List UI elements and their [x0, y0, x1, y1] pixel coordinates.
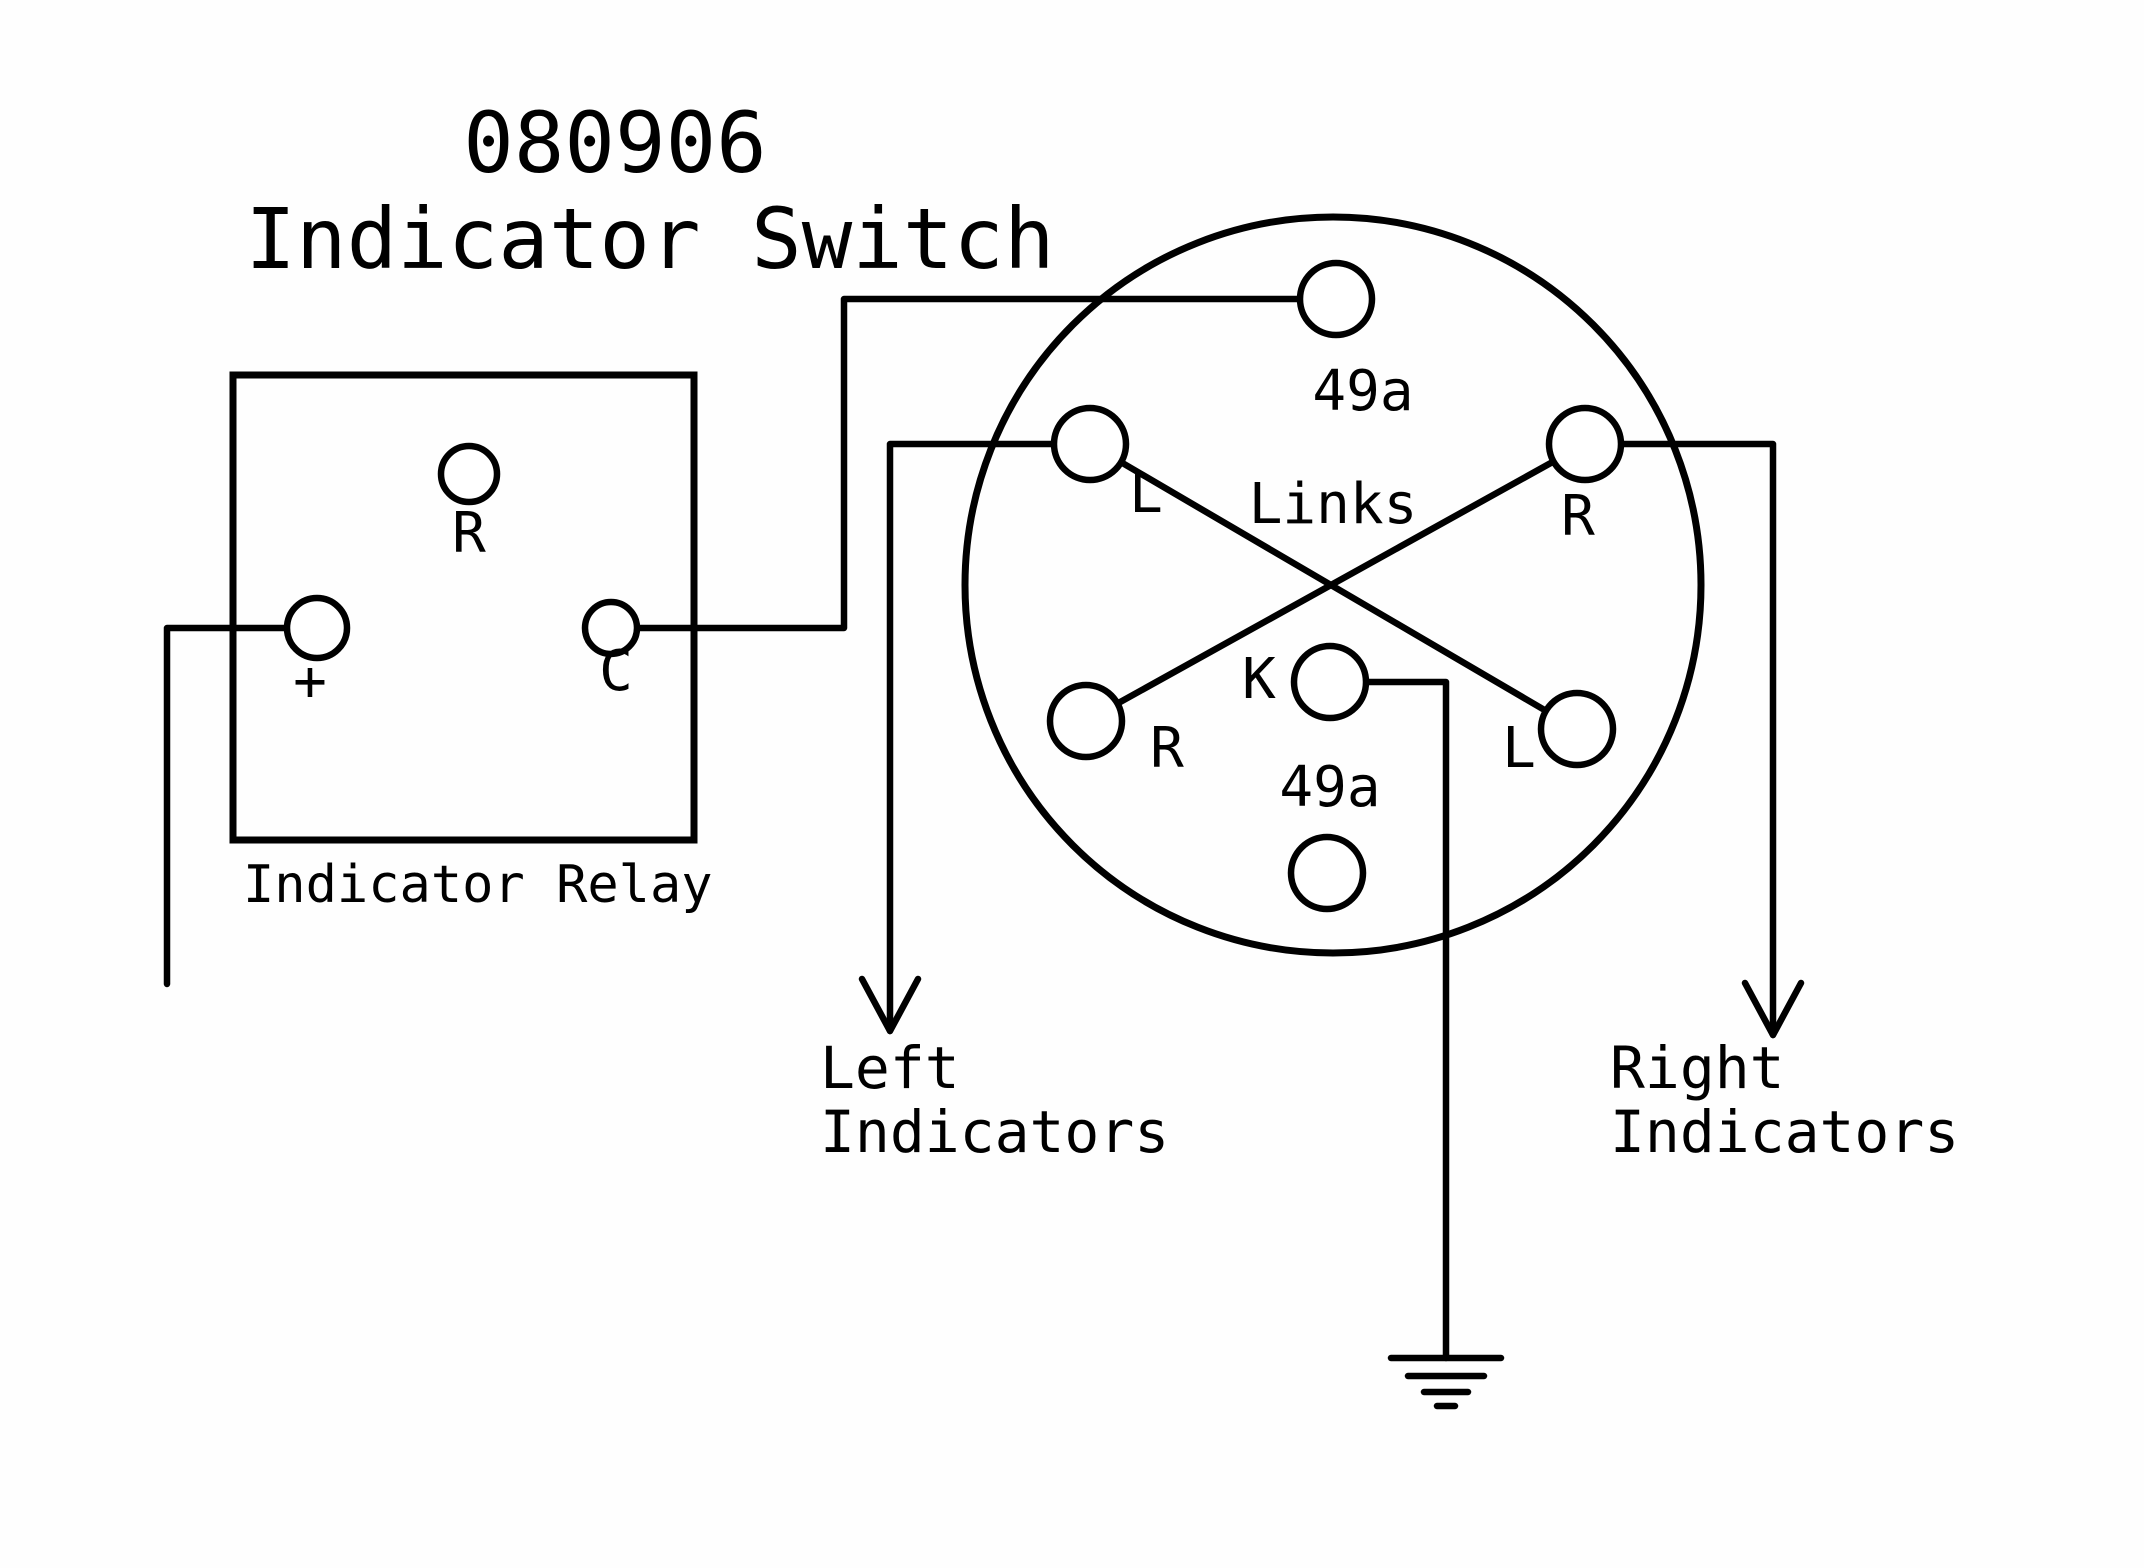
left-indicator-wire: [886, 440, 1058, 1035]
right-indicators-label-line2: Indicators: [1610, 1098, 1959, 1166]
relay-caption: Indicator Relay: [243, 855, 713, 915]
ground-symbol-icon: [1387, 1354, 1505, 1410]
switch-terminal-l-lower: [1537, 689, 1617, 769]
relay-box: [229, 371, 698, 844]
switch-body: [961, 213, 1705, 957]
switch-terminal-r-lower: [1046, 681, 1126, 761]
title-block: 080906 Indicator Switch: [245, 94, 1054, 288]
relay-terminal-r-label: R: [452, 501, 486, 566]
indicator-relay: R + C Indicator Relay: [229, 371, 713, 915]
relay-to-switch-wire: [633, 295, 1304, 632]
right-indicators-label-line1: Right: [1610, 1034, 1785, 1102]
links-label: Links: [1249, 472, 1418, 537]
switch-terminal-k-label: K: [1242, 647, 1276, 712]
left-indicators-label-line1: Left: [820, 1034, 960, 1102]
part-number: 080906: [463, 94, 766, 192]
relay-terminal-c: [581, 598, 641, 658]
switch-terminal-r-lower-label: R: [1150, 716, 1184, 781]
switch-terminal-49a-bottom: [1287, 833, 1367, 913]
switch-terminal-r-upper-label: R: [1561, 484, 1595, 549]
output-annotations: Left Indicators Right Indicators: [820, 1034, 1959, 1166]
relay-terminal-c-label: C: [599, 639, 633, 704]
left-indicators-label-line2: Indicators: [820, 1098, 1169, 1166]
indicator-switch: 49a L Links R R K L 49a: [961, 213, 1705, 957]
down-arrow-icon-right: [1741, 979, 1805, 1039]
switch-terminal-r-upper: [1545, 404, 1625, 484]
switch-terminal-k: [1290, 642, 1370, 722]
switch-terminal-49a-bottom-label: 49a: [1279, 755, 1380, 820]
switch-terminal-l-lower-label: L: [1502, 716, 1536, 781]
switch-terminal-l-upper-label: L: [1129, 461, 1163, 526]
ground-wire: [1362, 678, 1450, 1362]
link-right-to-right: [1082, 440, 1589, 725]
down-arrow-icon-left: [858, 975, 922, 1035]
switch-terminal-49a-top: [1296, 259, 1376, 339]
supply-wire: [163, 624, 291, 988]
relay-terminal-r: [437, 442, 501, 506]
relay-terminal-plus: [283, 594, 351, 662]
switch-terminal-l-upper: [1050, 404, 1130, 484]
switch-terminal-49a-top-label: 49a: [1312, 359, 1413, 424]
relay-terminal-plus-label: +: [293, 649, 327, 714]
diagram-title: Indicator Switch: [245, 190, 1054, 288]
